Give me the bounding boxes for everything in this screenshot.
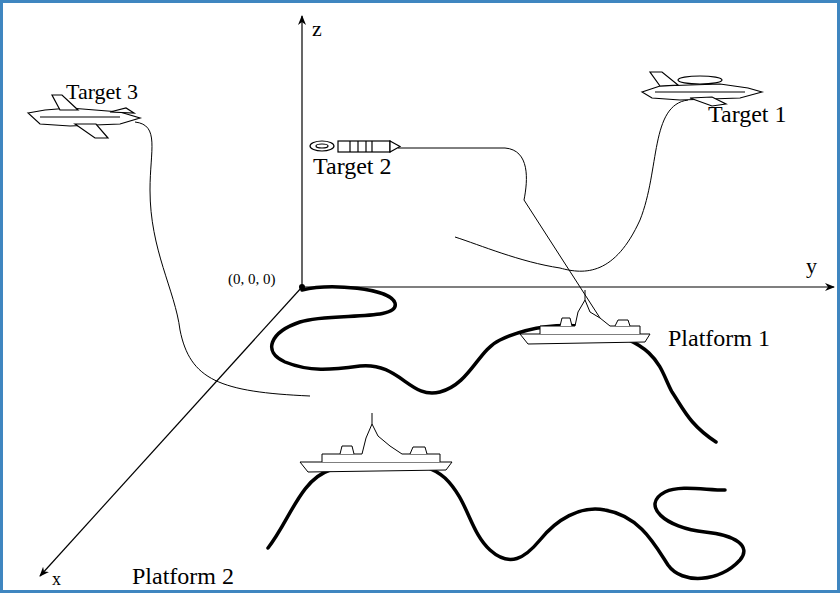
axis-label: x [52,570,61,588]
missile-target-2 [310,141,400,152]
axes [40,16,834,576]
ship-platform-2 [300,413,452,472]
origin-label: (0, 0, 0) [228,272,276,287]
platform-label: Platform 1 [668,326,770,350]
ship-platform-1 [520,290,650,344]
target-label: Target 3 [66,81,138,103]
trajectories [135,100,688,396]
target-label: Target 1 [708,102,787,126]
aircraft-target-1 [642,72,762,106]
axis-label: y [806,255,817,277]
target-label: Target 2 [313,154,392,178]
axis-label: z [312,18,322,40]
platform-label: Platform 2 [132,564,234,588]
